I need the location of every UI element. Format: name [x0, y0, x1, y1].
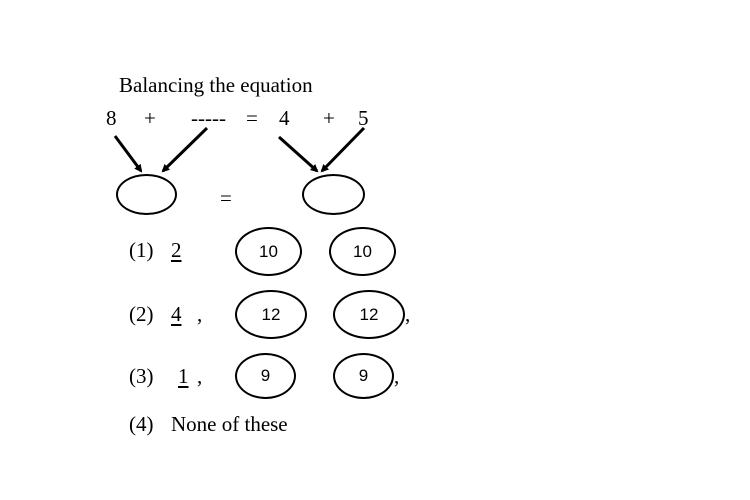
equation-right-second: 5 — [358, 106, 369, 130]
option-3-comma: , — [197, 364, 203, 388]
equation-equals: = — [246, 106, 258, 130]
arrow-right-1 — [277, 135, 319, 173]
equation-left-number: 8 — [106, 106, 117, 130]
option-3-label: (3) — [129, 364, 154, 388]
arrow-right-2 — [320, 126, 366, 173]
option-2-right-circle: 12 — [333, 290, 405, 339]
option-1-label: (1) — [129, 238, 154, 262]
option-3-answer: 1 — [178, 364, 189, 388]
right-sum-circle — [302, 174, 365, 215]
equation-plus-left: + — [144, 106, 156, 130]
diagram-equals: = — [220, 186, 232, 210]
option-4-label: (4) — [129, 412, 154, 436]
equation-right-first: 4 — [279, 106, 290, 130]
equation-plus-right: + — [323, 106, 335, 130]
arrow-left-1 — [113, 135, 143, 173]
option-3-end-comma: , — [394, 364, 400, 388]
arrow-left-2 — [161, 126, 209, 173]
option-4-text: None of these — [171, 412, 288, 436]
question-title: Balancing the equation — [119, 73, 313, 97]
option-1-left-circle: 10 — [235, 227, 302, 276]
option-2-end-comma: , — [405, 302, 411, 326]
equation-blank: ----- — [191, 106, 226, 130]
option-3-right-circle: 9 — [333, 353, 394, 399]
option-2-comma: , — [197, 302, 203, 326]
option-1-answer: 2 — [171, 238, 182, 262]
option-2-left-circle: 12 — [235, 290, 307, 339]
option-3-left-circle: 9 — [235, 353, 296, 399]
left-sum-circle — [116, 174, 177, 215]
option-2-label: (2) — [129, 302, 154, 326]
option-1-right-circle: 10 — [329, 227, 396, 276]
option-2-answer: 4 — [171, 302, 182, 326]
